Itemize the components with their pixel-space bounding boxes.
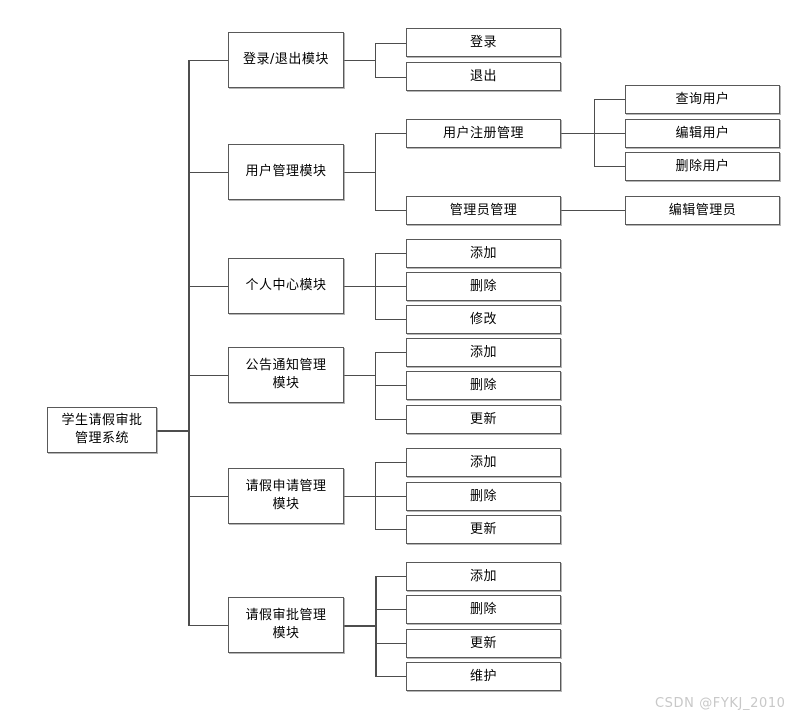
connector-user-register-out: [561, 133, 595, 134]
connector-login-logout-split: [375, 43, 376, 78]
connector-user-management-split: [375, 133, 376, 211]
connector-personal-center-out: [344, 286, 376, 287]
node-leave-application-module[interactable]: 请假申请管理 模块: [228, 468, 344, 524]
connector-to-pc-modify: [375, 319, 407, 320]
connector-to-ap-update: [375, 643, 407, 644]
connector-to-logout: [375, 77, 407, 78]
node-user-management-module[interactable]: 用户管理模块: [228, 144, 344, 200]
connector-trunk-to-login-logout: [188, 60, 229, 61]
connector-to-admin-management: [375, 210, 407, 211]
connector-to-login: [375, 43, 407, 44]
node-personal-center-add[interactable]: 添加: [406, 239, 561, 268]
node-personal-center-modify[interactable]: 修改: [406, 305, 561, 334]
connector-to-ap-add: [375, 576, 407, 577]
node-edit-admin[interactable]: 编辑管理员: [625, 196, 780, 225]
connector-to-user-register-management: [375, 133, 407, 134]
connector-to-la-delete: [375, 496, 407, 497]
node-leave-approval-add[interactable]: 添加: [406, 562, 561, 591]
connector-trunk-to-user-management: [188, 172, 229, 173]
connector-to-query-user: [594, 99, 626, 100]
connector-to-edit-admin: [561, 210, 626, 211]
connector-to-pc-delete: [375, 286, 407, 287]
connector-to-an-delete: [375, 385, 407, 386]
node-leave-application-update[interactable]: 更新: [406, 515, 561, 544]
connector-trunk-to-leave-application: [188, 496, 229, 497]
connector-trunk: [188, 60, 190, 625]
node-announcement-add[interactable]: 添加: [406, 338, 561, 367]
connector-to-an-update: [375, 419, 407, 420]
connector-to-la-add: [375, 462, 407, 463]
node-leave-application-delete[interactable]: 删除: [406, 482, 561, 511]
connector-to-ap-delete: [375, 609, 407, 610]
connector-to-ap-maintain: [375, 676, 407, 677]
watermark-csdn: CSDN @FYKJ_2010: [655, 696, 786, 711]
node-leave-approval-module[interactable]: 请假审批管理 模块: [228, 597, 344, 653]
node-announcement-delete[interactable]: 删除: [406, 371, 561, 400]
connector-leave-application-out: [344, 496, 376, 497]
node-announcement-module[interactable]: 公告通知管理 模块: [228, 347, 344, 403]
connector-to-edit-user: [594, 133, 626, 134]
node-leave-approval-maintain[interactable]: 维护: [406, 662, 561, 691]
node-query-user[interactable]: 查询用户: [625, 85, 780, 114]
node-leave-approval-update[interactable]: 更新: [406, 629, 561, 658]
node-login[interactable]: 登录: [406, 28, 561, 57]
node-login-logout-module[interactable]: 登录/退出模块: [228, 32, 344, 88]
node-leave-application-add[interactable]: 添加: [406, 448, 561, 477]
node-delete-user[interactable]: 删除用户: [625, 152, 780, 181]
connector-trunk-to-leave-approval: [188, 625, 229, 626]
node-root-system[interactable]: 学生请假审批 管理系统: [47, 407, 157, 453]
connector-trunk-to-personal-center: [188, 286, 229, 287]
connector-user-management-out: [344, 172, 376, 173]
connector-login-logout-out: [344, 60, 376, 61]
node-leave-approval-delete[interactable]: 删除: [406, 595, 561, 624]
node-personal-center-module[interactable]: 个人中心模块: [228, 258, 344, 314]
node-edit-user[interactable]: 编辑用户: [625, 119, 780, 148]
connector-leave-approval-split: [375, 576, 377, 677]
connector-leave-application-split: [375, 462, 376, 529]
connector-leave-approval-out: [344, 625, 376, 627]
connector-to-la-update: [375, 529, 407, 530]
node-logout[interactable]: 退出: [406, 62, 561, 91]
connector-trunk-to-announcement: [188, 375, 229, 376]
connector-to-an-add: [375, 352, 407, 353]
node-announcement-update[interactable]: 更新: [406, 405, 561, 434]
connector-root-stub: [157, 430, 189, 432]
connector-announcement-out: [344, 375, 376, 376]
node-personal-center-delete[interactable]: 删除: [406, 272, 561, 301]
connector-to-delete-user: [594, 166, 626, 167]
node-admin-management[interactable]: 管理员管理: [406, 196, 561, 225]
node-user-register-management[interactable]: 用户注册管理: [406, 119, 561, 148]
connector-to-pc-add: [375, 253, 407, 254]
